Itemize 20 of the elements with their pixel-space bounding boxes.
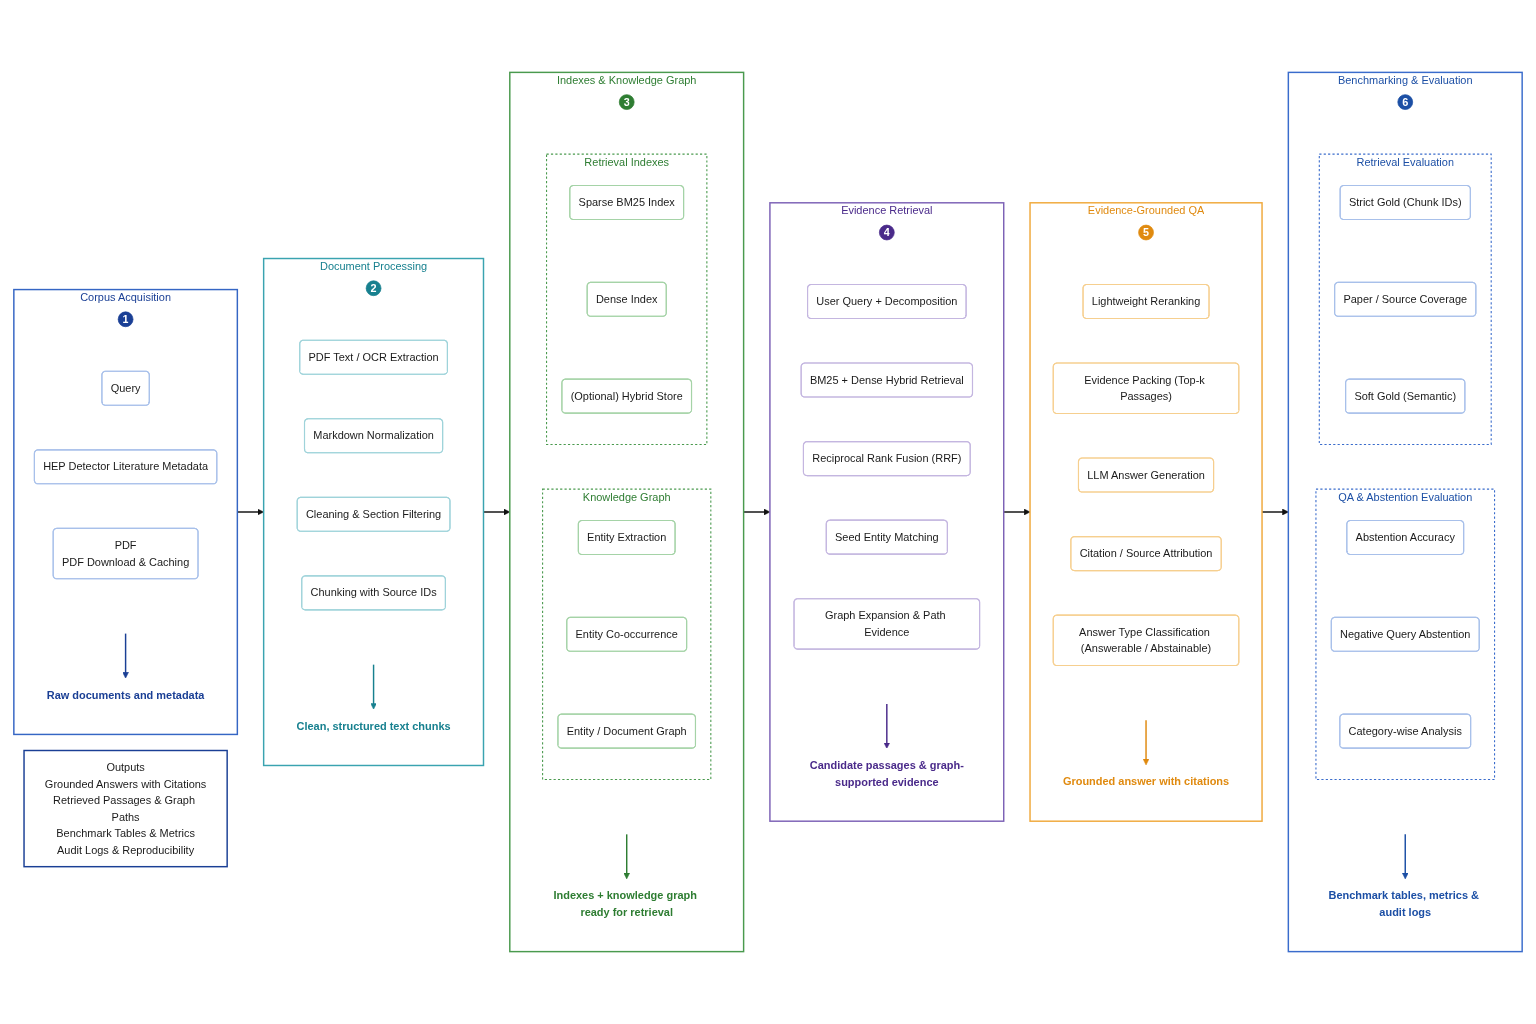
arrow <box>1142 719 1150 766</box>
arrow <box>122 632 129 679</box>
arrow <box>370 663 377 710</box>
arrow <box>1003 508 1031 516</box>
node-circle: 6 <box>1397 94 1414 110</box>
arrow <box>883 703 891 749</box>
node-text: Raw documents and metadata <box>46 688 205 701</box>
arrow <box>1402 833 1409 880</box>
node-text: Benchmark tables, metrics & audit logs <box>1328 889 1479 919</box>
node-circle: 1 <box>117 311 134 328</box>
node-text: Indexes + knowledge graph ready for retrieval <box>553 889 697 919</box>
arrow <box>623 833 630 880</box>
node-text: Candidate passages & graph-supported evidence <box>809 758 964 788</box>
node-box: Outputs Grounded Answers with Citations Retrieved Passages & Graph Paths Benchmark Tables & Metrics Audit Logs & Reproducibility <box>23 749 228 868</box>
node-circle: 5 <box>1138 224 1154 241</box>
node-text: Grounded answer with citations <box>1062 775 1230 788</box>
node-circle: 4 <box>879 224 895 241</box>
node-circle: 3 <box>618 94 635 110</box>
node-text: Clean, structured text chunks <box>296 719 451 732</box>
node-circle: 2 <box>365 280 382 297</box>
